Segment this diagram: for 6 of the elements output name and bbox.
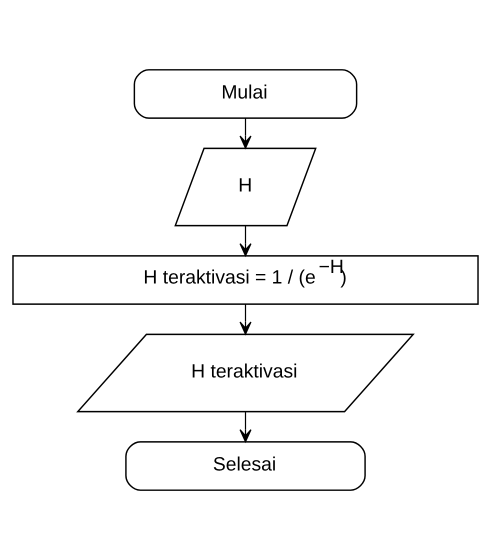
arrow bbox=[239, 118, 252, 148]
node-box: Mulai bbox=[134, 68, 358, 118]
arrow bbox=[239, 226, 252, 256]
arrow bbox=[239, 412, 252, 442]
arrow bbox=[239, 304, 252, 334]
node-box: Selesai bbox=[125, 440, 366, 490]
